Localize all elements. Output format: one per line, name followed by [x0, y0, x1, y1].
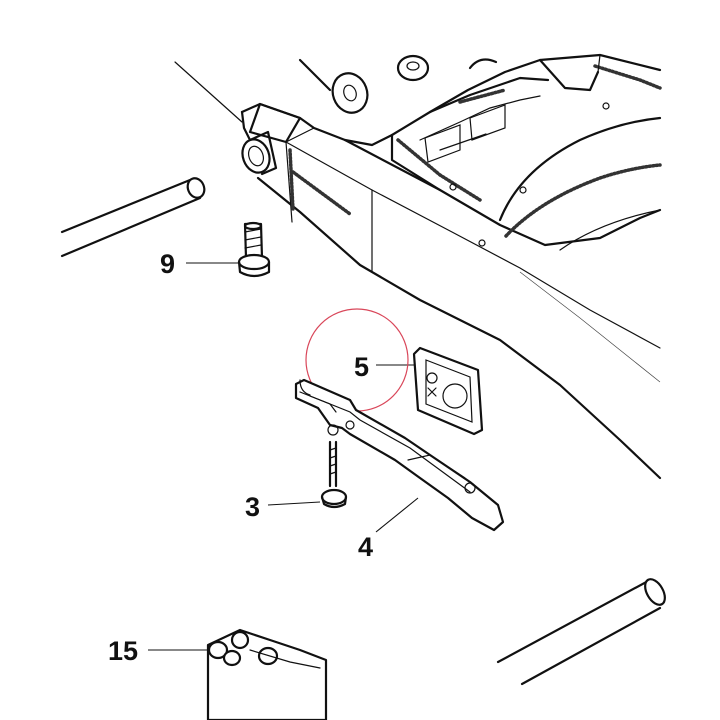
callout-5: 5	[354, 352, 369, 382]
callout-9: 9	[160, 249, 175, 279]
callout-4: 4	[358, 532, 373, 562]
axle-rod-upper	[60, 177, 206, 258]
callout-3: 3	[245, 492, 260, 522]
adjuster-part-15	[206, 628, 328, 720]
callout-15: 15	[108, 636, 138, 666]
leader-4	[375, 497, 419, 533]
pivot-leader-line	[174, 61, 243, 123]
bracket-part-4	[294, 378, 505, 532]
leader-3	[267, 501, 321, 506]
pad-part-5	[412, 346, 484, 436]
screw-part-3	[320, 440, 348, 509]
bolt-part-9	[237, 221, 271, 278]
axle-rod-lower	[496, 578, 666, 686]
swingarm	[240, 53, 662, 480]
